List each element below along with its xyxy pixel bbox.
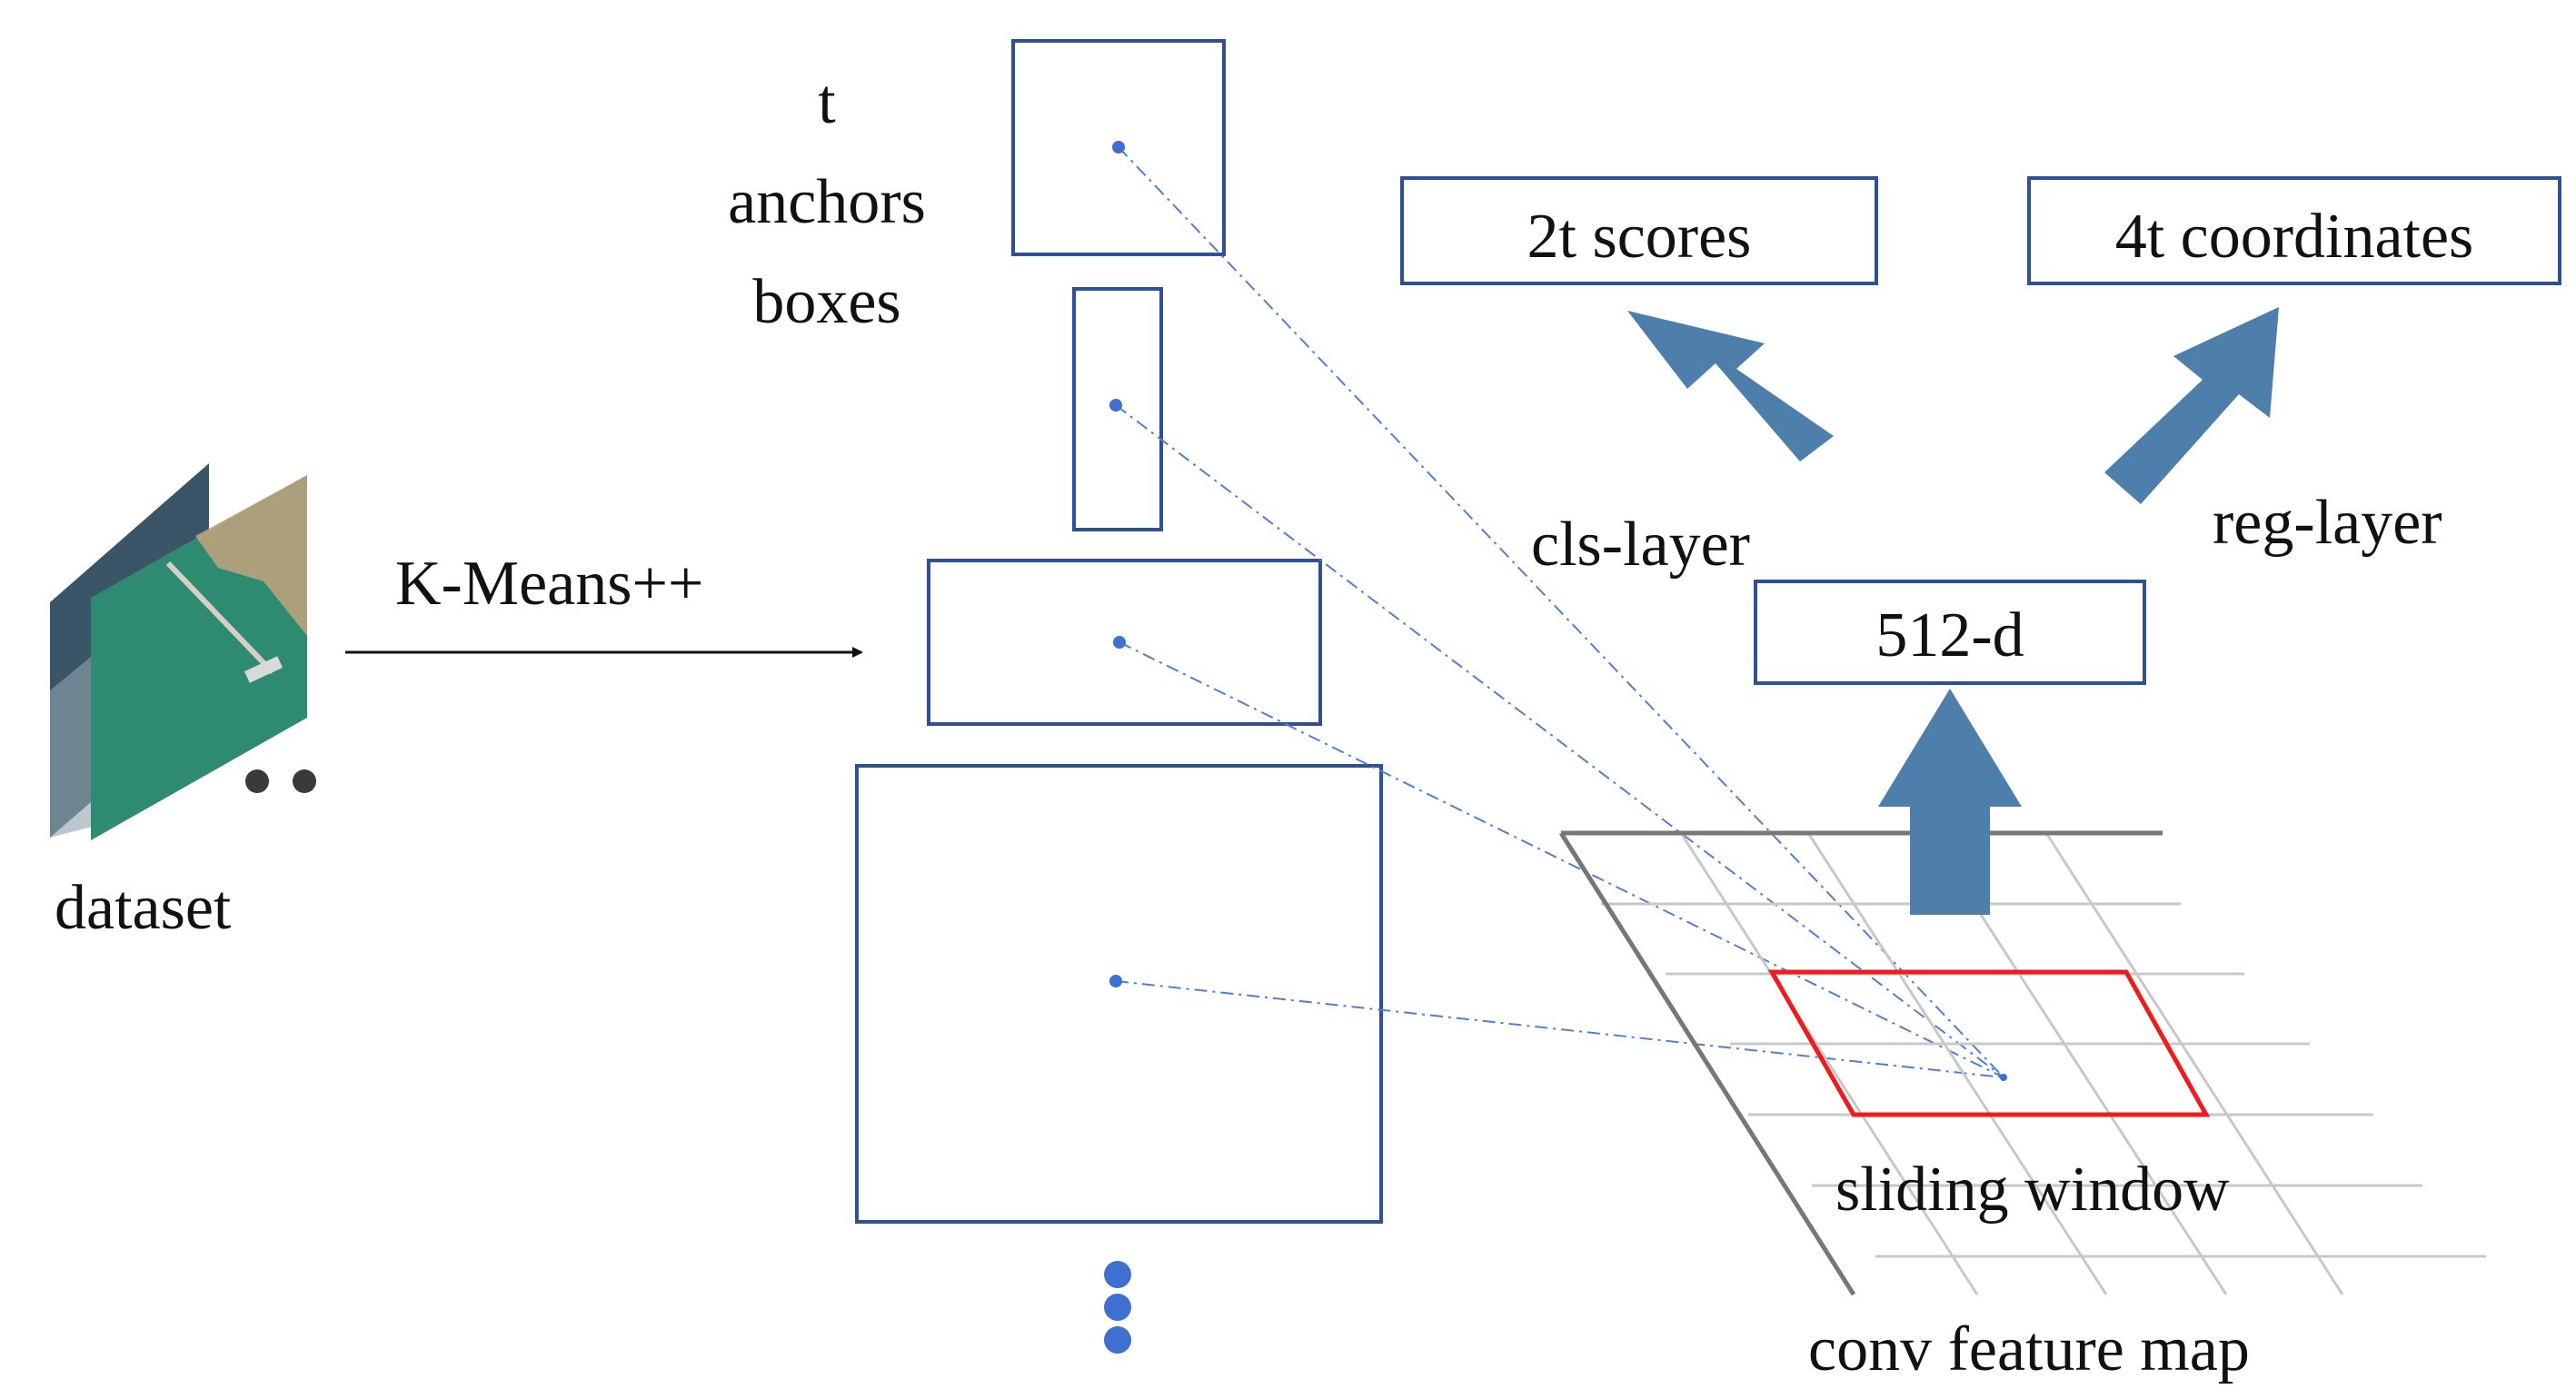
anchor-box-3 (927, 559, 1322, 726)
anchor-centers (1109, 141, 1126, 987)
projection-line-3 (1119, 641, 2004, 1078)
ellipsis-dot (1104, 1326, 1131, 1354)
coordinates-label: 4t coordinates (2115, 202, 2474, 272)
sliding-window-label: sliding window (1835, 1155, 2230, 1225)
anchor-center-4 (1109, 975, 1122, 987)
sliding-window (1767, 969, 2211, 1117)
projection-lines (1115, 146, 2004, 1078)
ellipsis-dots-icon (293, 769, 316, 793)
dataset-label: dataset (55, 873, 232, 943)
up-arrow-to-512d (1878, 689, 2022, 915)
projection-line-4 (1115, 980, 2004, 1078)
anchor-boxes (855, 39, 1383, 1224)
anchors-label-t: t (818, 67, 836, 137)
projection-line-1 (1118, 146, 2004, 1078)
ellipsis-dots-icon (245, 769, 269, 793)
coordinates-box (2027, 176, 2561, 285)
grid-left-edge (1558, 831, 1856, 1296)
anchor-box-2 (1072, 287, 1163, 531)
kmeans-label: K-Means++ (395, 549, 703, 619)
vertical-ellipsis-icon (1104, 1261, 1131, 1354)
anchor-box-4 (855, 764, 1383, 1224)
ellipsis-dot (1104, 1261, 1131, 1288)
anchors-label-boxes: boxes (752, 267, 900, 337)
ellipsis-dot (1104, 1294, 1131, 1321)
scores-label: 2t scores (1527, 202, 1752, 272)
reg-layer-label: reg-layer (2213, 488, 2442, 558)
feature-512-box (1754, 580, 2146, 685)
anchor-center-2 (1109, 399, 1122, 412)
dataset-shore (195, 475, 307, 636)
dataset-pier (165, 561, 275, 675)
scores-box (1400, 176, 1878, 285)
conv-feature-map-label: conv feature map (1808, 1315, 2250, 1384)
grid-col (1806, 832, 2108, 1295)
cls-layer-label: cls-layer (1531, 510, 1750, 580)
anchors-label-anchors: anchors (728, 167, 926, 237)
anchor-center-3 (1113, 636, 1126, 649)
dataset-ship (244, 656, 283, 683)
grid-col (2044, 832, 2344, 1295)
reg-layer-arrow (2104, 307, 2279, 504)
sliding-window-center (2000, 1074, 2007, 1081)
projection-line-2 (1115, 404, 2004, 1078)
dataset-image-stack (50, 463, 316, 840)
anchor-box-1 (1011, 39, 1226, 256)
grid-col (1679, 832, 1979, 1295)
anchor-center-1 (1112, 141, 1125, 154)
cls-layer-arrow (1627, 311, 1834, 461)
feature-512-label: 512-d (1875, 600, 2024, 670)
conv-feature-map-grid (1558, 830, 2486, 1296)
